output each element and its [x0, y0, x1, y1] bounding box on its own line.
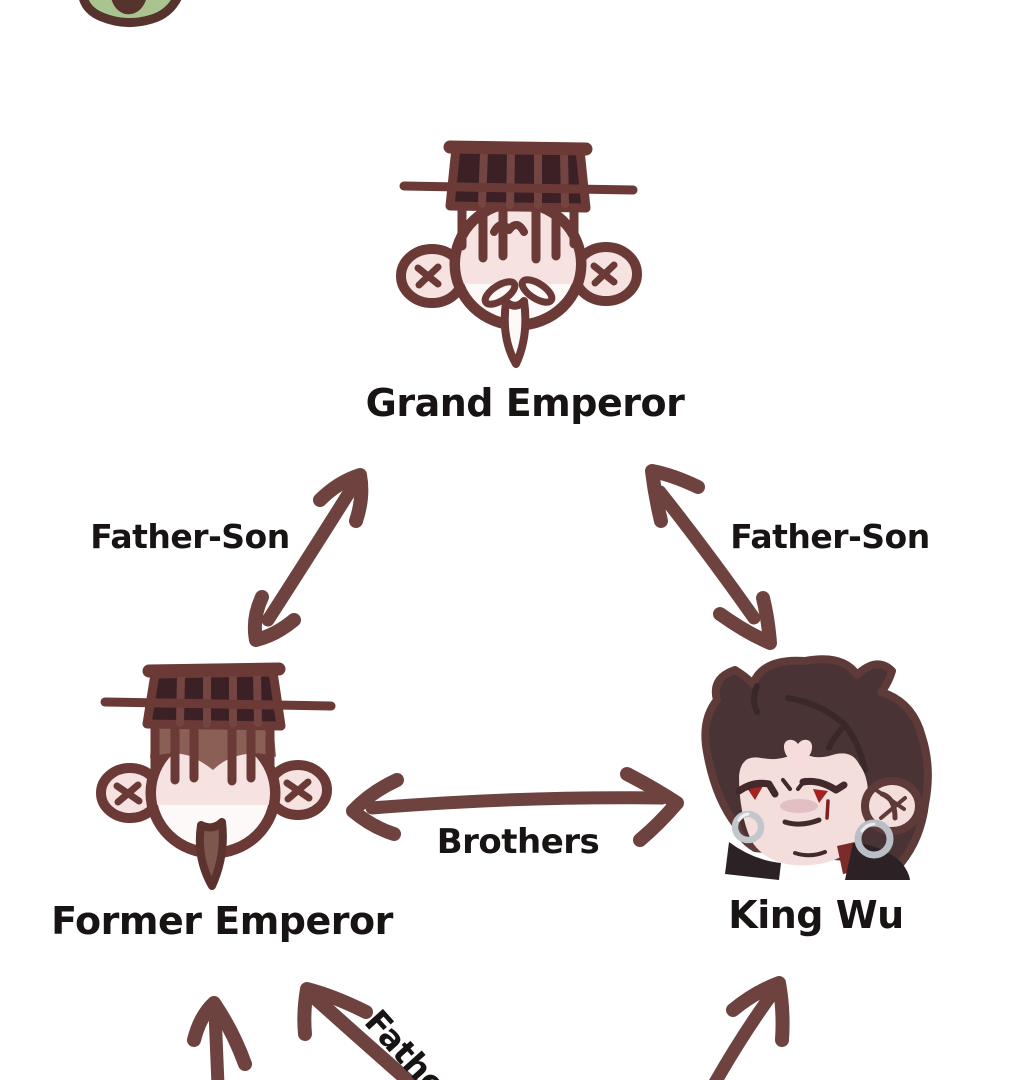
beard [195, 818, 227, 890]
label-former-emperor: Former Emperor [51, 899, 393, 943]
label-king-wu: King Wu [728, 893, 904, 937]
arrow-former-down [187, 996, 252, 1080]
crown-strands [150, 721, 275, 786]
hair [150, 722, 276, 770]
mouth [782, 817, 822, 827]
arrow-grand-kingwu [645, 464, 777, 650]
offscreen-character-top-left [79, 0, 182, 27]
label-brothers: Brothers [436, 822, 600, 862]
crown-strands [457, 203, 579, 264]
forehead-heart [783, 739, 813, 768]
arrow-kingwu-down [709, 976, 790, 1080]
nose-shade [780, 799, 818, 813]
eye [747, 786, 763, 800]
mustache [518, 276, 556, 306]
label-father-son-right: Father-Son [730, 517, 930, 556]
grand-emperor-avatar [396, 140, 642, 368]
label-father-son-bottom: Father-Son [357, 1002, 519, 1080]
crown-pin [100, 697, 336, 711]
eye [813, 789, 828, 803]
king-wu-avatar [701, 655, 932, 880]
label-grand-emperor: Grand Emperor [365, 381, 685, 425]
tear-mark [825, 799, 830, 820]
beard [500, 297, 530, 368]
arrow-grand-former [247, 468, 369, 647]
crown-pin [399, 181, 638, 195]
label-father-son-left: Father-Son [90, 517, 290, 556]
collar [725, 842, 781, 880]
former-emperor-avatar [96, 662, 336, 890]
